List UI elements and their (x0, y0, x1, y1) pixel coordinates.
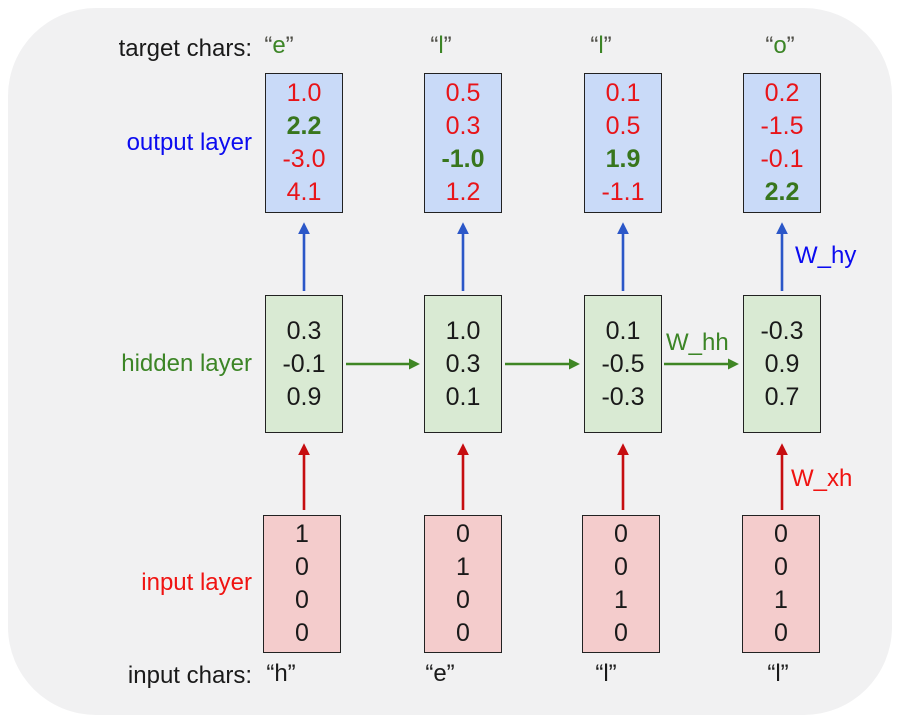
input-value: 0 (774, 520, 788, 548)
hidden-value: -0.5 (601, 349, 645, 378)
output-value-highlighted: -1.0 (441, 145, 485, 173)
hidden-value: 0.9 (286, 382, 322, 411)
input-value: 0 (456, 520, 470, 548)
input-value: 0 (614, 619, 628, 647)
output-value: -1.1 (601, 178, 645, 206)
hidden-value: 0.3 (286, 316, 322, 345)
hidden-value: -0.3 (601, 382, 645, 411)
hidden-layer-label: hidden layer (121, 350, 252, 377)
target-char-1: “e” (234, 32, 324, 60)
target-char-letter: o (773, 32, 787, 59)
hidden-vector-2: 1.0 0.3 0.1 (424, 295, 502, 433)
input-vector-1: 1 0 0 0 (263, 515, 341, 653)
input-char-3: “l” (595, 660, 617, 687)
open-quote: “ (590, 32, 599, 59)
input-value: 0 (774, 553, 788, 581)
hidden-value: 0.3 (445, 349, 481, 378)
output-value: -0.1 (760, 145, 804, 173)
output-value-highlighted: 2.2 (286, 112, 322, 140)
output-value: 1.0 (286, 79, 322, 107)
target-char-letter: l (438, 32, 444, 59)
hidden-value: 0.1 (605, 316, 641, 345)
target-char-letter: l (598, 32, 604, 59)
output-vector-1: 1.0 2.2 -3.0 4.1 (265, 73, 343, 213)
input-value: 0 (614, 520, 628, 548)
close-quote: ” (603, 32, 612, 59)
hidden-value: 1.0 (445, 316, 481, 345)
output-value: 0.5 (445, 79, 481, 107)
output-layer-label: output layer (126, 129, 252, 156)
output-vector-3: 0.1 0.5 1.9 -1.1 (584, 73, 662, 213)
open-quote: “ (430, 32, 439, 59)
weight-label-w-xh: W_xh (791, 465, 853, 492)
hidden-vector-1: 0.3 -0.1 0.9 (265, 295, 343, 433)
hidden-value: 0.7 (764, 382, 800, 411)
input-value: 0 (456, 586, 470, 614)
input-vector-4: 0 0 1 0 (742, 515, 820, 653)
output-vector-2: 0.5 0.3 -1.0 1.2 (424, 73, 502, 213)
output-value: 1.2 (445, 178, 481, 206)
output-value: 0.2 (764, 79, 800, 107)
target-char-3: “l” (556, 32, 646, 60)
input-value: 1 (774, 586, 788, 614)
input-value: 1 (614, 586, 628, 614)
input-value: 1 (456, 553, 470, 581)
close-quote: ” (786, 32, 795, 59)
target-char-4: “o” (735, 32, 825, 60)
output-value: -1.5 (760, 112, 804, 140)
input-char-4: “l” (767, 660, 789, 687)
input-layer-label: input layer (141, 569, 252, 596)
hidden-value: 0.1 (445, 382, 481, 411)
hidden-value: -0.3 (760, 316, 804, 345)
target-chars-label: target chars: (118, 35, 252, 62)
output-value-highlighted: 1.9 (605, 145, 641, 173)
target-char-2: “l” (396, 32, 486, 60)
output-value: -3.0 (282, 145, 326, 173)
open-quote: “ (264, 32, 273, 59)
input-value: 0 (295, 619, 309, 647)
output-value: 0.5 (605, 112, 641, 140)
input-value: 0 (295, 553, 309, 581)
output-value: 0.1 (605, 79, 641, 107)
open-quote: “ (765, 32, 774, 59)
weight-label-w-hh: W_hh (666, 329, 729, 356)
input-vector-3: 0 0 1 0 (582, 515, 660, 653)
target-char-letter: e (272, 32, 286, 59)
input-value: 0 (295, 586, 309, 614)
weight-label-w-hy: W_hy (795, 242, 857, 269)
output-value: 4.1 (286, 178, 322, 206)
input-value: 0 (456, 619, 470, 647)
input-value: 0 (774, 619, 788, 647)
hidden-value: 0.9 (764, 349, 800, 378)
input-value: 1 (295, 520, 309, 548)
close-quote: ” (443, 32, 452, 59)
input-vector-2: 0 1 0 0 (424, 515, 502, 653)
input-chars-label: input chars: (127, 662, 252, 689)
output-vector-4: 0.2 -1.5 -0.1 2.2 (743, 73, 821, 213)
hidden-value: -0.1 (282, 349, 326, 378)
input-value: 0 (614, 553, 628, 581)
hidden-vector-3: 0.1 -0.5 -0.3 (584, 295, 662, 433)
input-char-1: “h” (266, 660, 296, 687)
input-char-2: “e” (425, 660, 455, 687)
output-value-highlighted: 2.2 (764, 178, 800, 206)
output-value: 0.3 (445, 112, 481, 140)
hidden-vector-4: -0.3 0.9 0.7 (743, 295, 821, 433)
close-quote: ” (285, 32, 294, 59)
